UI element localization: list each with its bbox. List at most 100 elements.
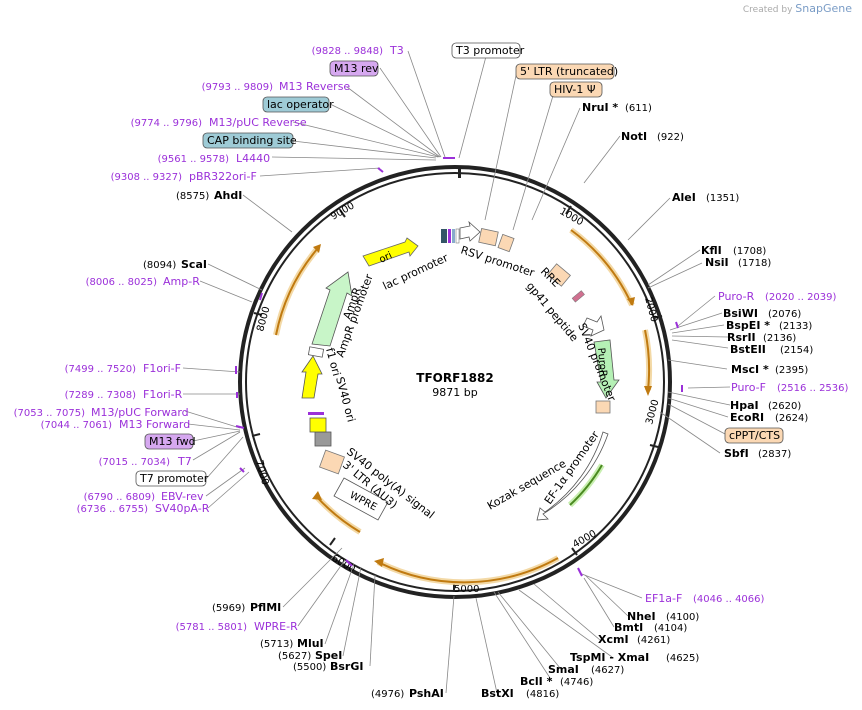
primer-ef1a-f-range: (4046 .. 4066) (693, 594, 765, 605)
enzyme-alei[interactable]: AleI (672, 191, 696, 204)
box-lac-operator[interactable] (262, 96, 330, 113)
puror-label: PuroR (595, 347, 609, 377)
enzyme-msci[interactable]: MscI * (731, 363, 769, 376)
enzyme-bsiwi-pos: (2076) (768, 309, 801, 320)
enzyme-rsrii[interactable]: RsrII (727, 331, 756, 344)
ori-feature (362, 237, 419, 267)
primer-pbr322-range: (9308 .. 9327) (111, 172, 183, 183)
primer-stub-m13f (235, 425, 245, 429)
primer-block-1 (448, 229, 451, 243)
enzyme-pflmi[interactable]: PflMI (250, 601, 281, 614)
enzyme-pshai[interactable]: PshAI (409, 687, 444, 700)
box-cppt-cts[interactable] (724, 427, 784, 444)
box-t3-promoter[interactable] (451, 42, 521, 59)
enzyme-labels[interactable]: NruI * (611) NotI (922) AleI (1351) KflI… (143, 101, 813, 700)
primer-f1ori-r[interactable]: F1ori-R (143, 388, 183, 401)
enzyme-sbfi[interactable]: SbfI (724, 447, 749, 460)
primer-puro-r[interactable]: Puro-R (718, 290, 755, 303)
plasmid-size: 9871 bp (432, 386, 477, 399)
primer-amp-r[interactable]: Amp-R (163, 275, 200, 288)
orf-arc-3-head (374, 558, 384, 567)
primer-m13puc-forward[interactable]: M13/pUC Forward (91, 406, 189, 419)
enzyme-smai[interactable]: SmaI (548, 663, 579, 676)
enzyme-bmti[interactable]: BmtI (614, 621, 643, 634)
enzyme-scai-pos: (8094) (143, 260, 176, 271)
primer-ef1a-f[interactable]: EF1a-F (645, 592, 682, 605)
box-cap-binding-site[interactable] (202, 132, 294, 149)
enzyme-bspei[interactable]: BspEI * (726, 319, 770, 332)
enzyme-bstxi[interactable]: BstXI (481, 687, 514, 700)
primer-block-2 (452, 229, 455, 243)
enzyme-bcli-pos: (4746) (560, 677, 593, 688)
enzyme-nhei[interactable]: NheI (627, 610, 656, 623)
enzyme-nsii-pos: (1718) (738, 258, 771, 269)
enzyme-scai[interactable]: ScaI (181, 258, 207, 271)
primer-l4440[interactable]: L4440 (236, 152, 270, 165)
ampr-promoter-block (307, 346, 325, 358)
sv40-ori-label: SV40 ori (333, 375, 358, 423)
primer-t3-range: (9828 .. 9848) (312, 46, 384, 57)
primer-f1ori-f-range: (7499 .. 7520) (65, 364, 137, 375)
box-t7-promoter[interactable] (135, 470, 207, 487)
enzyme-hpai[interactable]: HpaI (730, 399, 759, 412)
orf-arcs (273, 227, 653, 586)
primer-puro-f[interactable]: Puro-F (731, 381, 766, 394)
tick-label-7000: 7000 (253, 459, 270, 486)
enzyme-nrui[interactable]: NruI * (582, 101, 618, 114)
enzyme-noti[interactable]: NotI (621, 130, 647, 143)
primer-t3[interactable]: T3 (389, 44, 404, 57)
enzyme-bmti-pos: (4104) (654, 623, 687, 634)
rsv-promoter-label: RSV promoter (459, 243, 536, 279)
enzyme-spei[interactable]: SpeI (315, 649, 342, 662)
orf-arc-5-head (313, 244, 321, 253)
ef1a-arc-line (569, 464, 603, 506)
enzyme-msci-pos: (2395) (775, 365, 808, 376)
primer-stub-ebv (239, 467, 245, 473)
primer-stubs (235, 157, 683, 577)
box-m13-fwd[interactable] (144, 433, 194, 450)
primer-m13-forward[interactable]: M13 Forward (119, 418, 190, 431)
backbone-outer (238, 165, 672, 599)
primer-f1ori-f[interactable]: F1ori-F (143, 362, 181, 375)
primer-sv40pa-r[interactable]: SV40pA-R (155, 502, 210, 515)
enzyme-nhei-pos: (4100) (666, 612, 699, 623)
primer-wpre-r[interactable]: WPRE-R (254, 620, 298, 633)
tick-label-8000: 8000 (255, 305, 272, 332)
enzyme-xcmi[interactable]: XcmI (598, 633, 629, 646)
enzyme-bsteii[interactable]: BstEII (730, 343, 766, 356)
box-m13-rev-label: M13 rev (334, 62, 379, 75)
primer-pbr322ori-f[interactable]: pBR322ori-F (189, 170, 257, 183)
ef1a-promoter-arrow (536, 431, 609, 521)
primer-sv40pa-range: (6736 .. 6755) (77, 504, 149, 515)
primer-m13-reverse[interactable]: M13 Reverse (279, 80, 350, 93)
primer-ebv-range: (6790 .. 6809) (84, 492, 156, 503)
enzyme-spei-pos: (5627) (278, 651, 311, 662)
enzyme-nsii[interactable]: NsiI (705, 256, 729, 269)
box-5ltr[interactable] (515, 63, 615, 80)
enzyme-kfli-pos: (1708) (733, 246, 766, 257)
enzyme-bcli[interactable]: BclI * (520, 675, 553, 688)
ori-label: ori (378, 250, 394, 265)
rre-block (547, 263, 571, 287)
t3-block (455, 228, 460, 244)
box-lac-operator-label: lac operator (267, 98, 334, 111)
box-m13-rev[interactable] (329, 60, 379, 77)
f1-ori-feature (301, 355, 323, 399)
enzyme-ahdi[interactable]: AhdI (214, 189, 242, 202)
primer-labels-right[interactable]: Puro-R (2020 .. 2039) Puro-F (2516 .. 25… (645, 290, 849, 605)
box-hiv1-psi[interactable] (549, 81, 603, 98)
tick-6000-mark (329, 537, 336, 546)
enzyme-tspmi-xmai[interactable]: TspMI - XmaI (570, 651, 649, 664)
enzyme-ecori[interactable]: EcoRI (730, 411, 764, 424)
boxed-labels[interactable]: T3 promoter M13 rev lac operator CAP bin… (135, 42, 784, 487)
primer-ebv-rev[interactable]: EBV-rev (161, 490, 204, 503)
enzyme-kfli[interactable]: KflI (701, 244, 722, 257)
orf-arc-5 (273, 246, 321, 336)
primer-labels-left[interactable]: (9828 .. 9848) T3 (9793 .. 9809) M13 Rev… (14, 44, 404, 633)
enzyme-mlui[interactable]: MluI (297, 637, 324, 650)
tick-label-3000: 3000 (644, 398, 661, 425)
primer-t7[interactable]: T7 (177, 455, 192, 468)
primer-m13puc-reverse[interactable]: M13/pUC Reverse (209, 116, 307, 129)
enzyme-bsiwi[interactable]: BsiWI (723, 307, 758, 320)
enzyme-bsrgi[interactable]: BsrGI (330, 660, 363, 673)
